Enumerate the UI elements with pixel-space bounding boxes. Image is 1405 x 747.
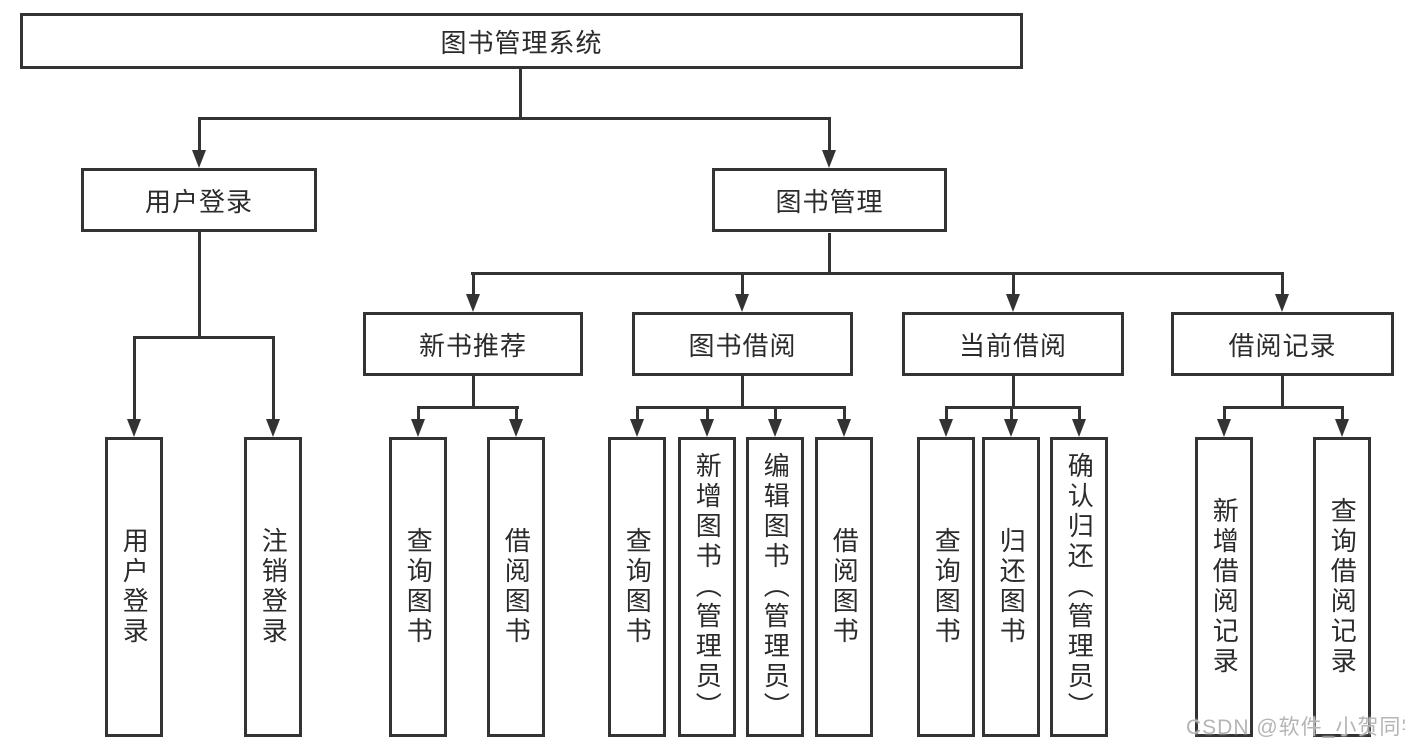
arrow-down-icon — [1275, 294, 1289, 312]
connector-line — [198, 232, 201, 336]
leaf-borrow-books: 借阅图书 — [815, 437, 873, 737]
leaf-user-login: 用户登录 — [105, 437, 163, 737]
connector-line — [472, 272, 475, 294]
arrow-down-icon — [1004, 419, 1018, 437]
leaf-label: 查询图书 — [931, 527, 962, 647]
node-label: 当前借阅 — [958, 330, 1067, 361]
arrow-down-icon — [837, 419, 851, 437]
arrow-down-icon — [1217, 419, 1231, 437]
leaf-label: 注销登录 — [258, 527, 289, 647]
leaf-return-books: 归还图书 — [982, 437, 1040, 737]
connector-line — [417, 406, 519, 409]
leaf-label: 归还图书 — [996, 527, 1027, 647]
leaf-query-books-recommend: 查询图书 — [389, 437, 447, 737]
connector-line — [945, 406, 948, 419]
connector-line — [945, 406, 1081, 409]
arrow-down-icon — [1006, 294, 1020, 312]
arrow-down-icon — [939, 419, 953, 437]
leaf-label: 查询图书 — [622, 527, 653, 647]
leaf-query-books-current: 查询图书 — [917, 437, 975, 737]
leaf-label: 新增图书（管理员） — [692, 452, 723, 722]
arrow-down-icon — [266, 419, 280, 437]
leaf-label: 查询借阅记录 — [1327, 497, 1358, 677]
node-borrowing-records: 借阅记录 — [1171, 312, 1394, 376]
leaf-edit-books-admin: 编辑图书（管理员） — [746, 437, 804, 737]
connector-line — [843, 406, 846, 419]
arrow-down-icon — [1072, 419, 1086, 437]
connector-line — [1078, 406, 1081, 419]
arrow-down-icon — [509, 419, 523, 437]
leaf-label: 确认归还（管理员） — [1064, 452, 1095, 722]
connector-line — [1281, 272, 1284, 294]
connector-line — [1341, 406, 1344, 419]
connector-line — [1012, 272, 1015, 294]
connector-line — [741, 376, 744, 406]
node-book-borrowing: 图书借阅 — [632, 312, 853, 376]
node-root-library-system: 图书管理系统 — [20, 13, 1023, 69]
leaf-confirm-return-admin: 确认归还（管理员） — [1050, 437, 1108, 737]
csdn-watermark: CSDN @软件_小贺同学 — [1186, 716, 1405, 739]
leaf-borrow-books-recommend: 借阅图书 — [487, 437, 545, 737]
connector-line — [774, 406, 777, 419]
arrow-down-icon — [1335, 419, 1349, 437]
connector-line — [1223, 406, 1226, 419]
leaf-query-borrow-record: 查询借阅记录 — [1313, 437, 1371, 737]
node-label: 图书借阅 — [688, 330, 797, 361]
connector-line — [706, 406, 709, 419]
node-label: 新书推荐 — [418, 330, 527, 361]
leaf-query-books-borrowing: 查询图书 — [608, 437, 666, 737]
connector-line — [636, 406, 846, 409]
arrow-down-icon — [127, 419, 141, 437]
arrow-down-icon — [411, 419, 425, 437]
arrow-down-icon — [466, 294, 480, 312]
connector-line — [828, 233, 831, 272]
leaf-label: 用户登录 — [119, 527, 150, 647]
connector-line — [1223, 406, 1344, 409]
connector-line — [198, 117, 831, 120]
connector-line — [636, 406, 639, 419]
node-label: 图书管理系统 — [440, 27, 603, 58]
leaf-label: 新增借阅记录 — [1209, 497, 1240, 677]
arrow-down-icon — [630, 419, 644, 437]
connector-line — [133, 336, 136, 419]
leaf-label: 借阅图书 — [829, 527, 860, 647]
arrow-down-icon — [768, 419, 782, 437]
arrow-down-icon — [192, 150, 206, 168]
connector-line — [828, 117, 831, 150]
connector-line — [198, 117, 201, 150]
arrow-down-icon — [735, 294, 749, 312]
connector-line — [741, 272, 744, 294]
node-book-management: 图书管理 — [712, 168, 947, 232]
leaf-label: 查询图书 — [403, 527, 434, 647]
arrow-down-icon — [822, 150, 836, 168]
connector-line — [472, 376, 475, 406]
node-label: 借阅记录 — [1228, 330, 1337, 361]
connector-line — [1281, 376, 1284, 406]
node-new-book-recommend: 新书推荐 — [363, 312, 583, 376]
node-label: 图书管理 — [775, 186, 884, 217]
node-label: 用户登录 — [144, 186, 253, 217]
leaf-logout: 注销登录 — [244, 437, 302, 737]
connector-line — [417, 406, 420, 419]
leaf-label: 借阅图书 — [501, 527, 532, 647]
connector-line — [272, 336, 275, 419]
connector-line — [519, 69, 522, 117]
arrow-down-icon — [700, 419, 714, 437]
node-current-borrowing: 当前借阅 — [902, 312, 1124, 376]
leaf-add-borrow-record: 新增借阅记录 — [1195, 437, 1253, 737]
connector-line — [515, 406, 518, 419]
connector-line — [471, 272, 1284, 275]
connector-line — [133, 336, 275, 339]
leaf-label: 编辑图书（管理员） — [760, 452, 791, 722]
node-user-login: 用户登录 — [81, 168, 317, 232]
connector-line — [1010, 406, 1013, 419]
connector-line — [1012, 376, 1015, 406]
leaf-add-books-admin: 新增图书（管理员） — [678, 437, 736, 737]
